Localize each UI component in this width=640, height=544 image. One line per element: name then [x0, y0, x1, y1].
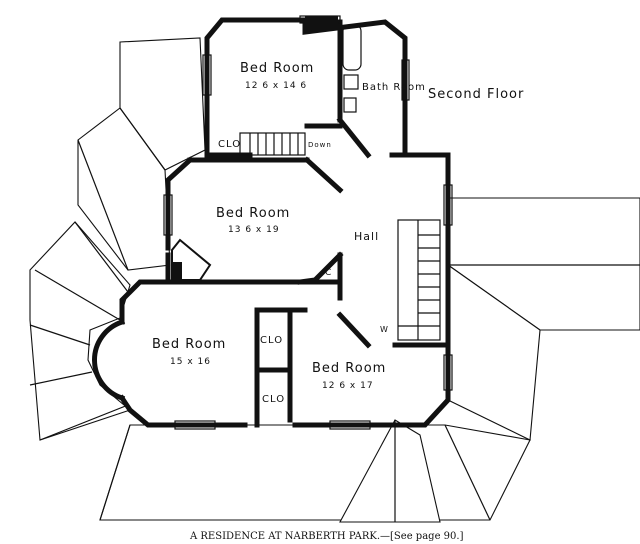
stairs [239, 132, 441, 341]
closet-label: CLO [262, 394, 285, 405]
roof-planes [29, 37, 640, 523]
room-name: Bed Room [152, 337, 226, 352]
room-size: 15 x 16 [170, 357, 211, 367]
room-size: 12 6 x 14 6 [245, 81, 307, 91]
room-size: 13 6 x 19 [228, 225, 280, 235]
hall-label: Hall [354, 230, 379, 243]
floor-title: Second Floor [428, 87, 524, 102]
fixtures [171, 16, 362, 281]
closet-marker: C [325, 268, 332, 278]
room-name: Bed Room [240, 61, 314, 76]
stair-note: Down [308, 141, 332, 149]
toilet [343, 97, 357, 113]
closet-label: CLO [260, 335, 283, 346]
caption: A RESIDENCE AT NARBERTH PARK.—[See page … [189, 531, 464, 542]
walls [91, 17, 451, 428]
linen-marker: W [380, 325, 389, 334]
bathtub [342, 24, 362, 71]
room-name: Bed Room [312, 361, 386, 376]
chimney [305, 16, 338, 30]
room-name: Bed Room [216, 206, 290, 221]
closet-label: CLO [218, 139, 241, 150]
room-name: Bath Room [362, 82, 426, 93]
washbasin [343, 74, 359, 90]
room-size: 12 6 x 17 [322, 381, 374, 391]
